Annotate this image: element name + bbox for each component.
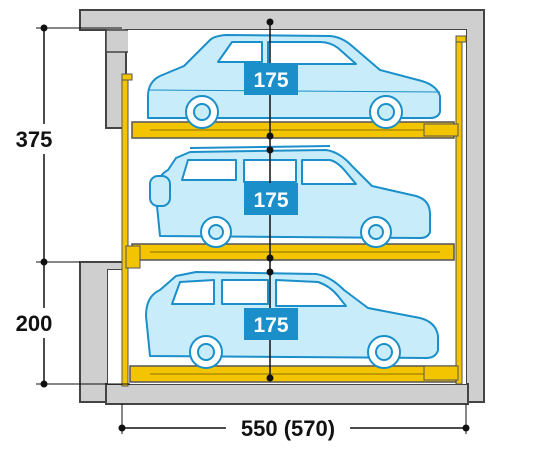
platform-middle	[125, 243, 455, 269]
width-label: 550 (570)	[241, 416, 335, 441]
pit-floor	[105, 383, 469, 405]
upper-height-label: 375	[16, 127, 53, 152]
steel-frame	[121, 35, 467, 387]
clearance-badge-upper: 175	[244, 63, 298, 95]
left-post	[121, 73, 129, 387]
clearance-badge-lower: 175	[244, 308, 298, 340]
clearance-label-lower: 175	[253, 314, 288, 337]
clearance-label-upper: 175	[253, 69, 288, 92]
right-post	[455, 35, 463, 385]
clearance-label-middle: 175	[253, 189, 288, 212]
clearance-badge-middle: 175	[244, 183, 298, 215]
vertical-dimension: 375 200	[12, 24, 130, 388]
lower-height-label: 200	[16, 311, 53, 336]
platform-upper	[131, 121, 459, 139]
left-post-bracket	[121, 73, 133, 81]
platform-lower	[129, 365, 459, 383]
horizontal-dimension: 550 (570)	[118, 404, 470, 444]
right-post-bracket	[455, 35, 467, 43]
